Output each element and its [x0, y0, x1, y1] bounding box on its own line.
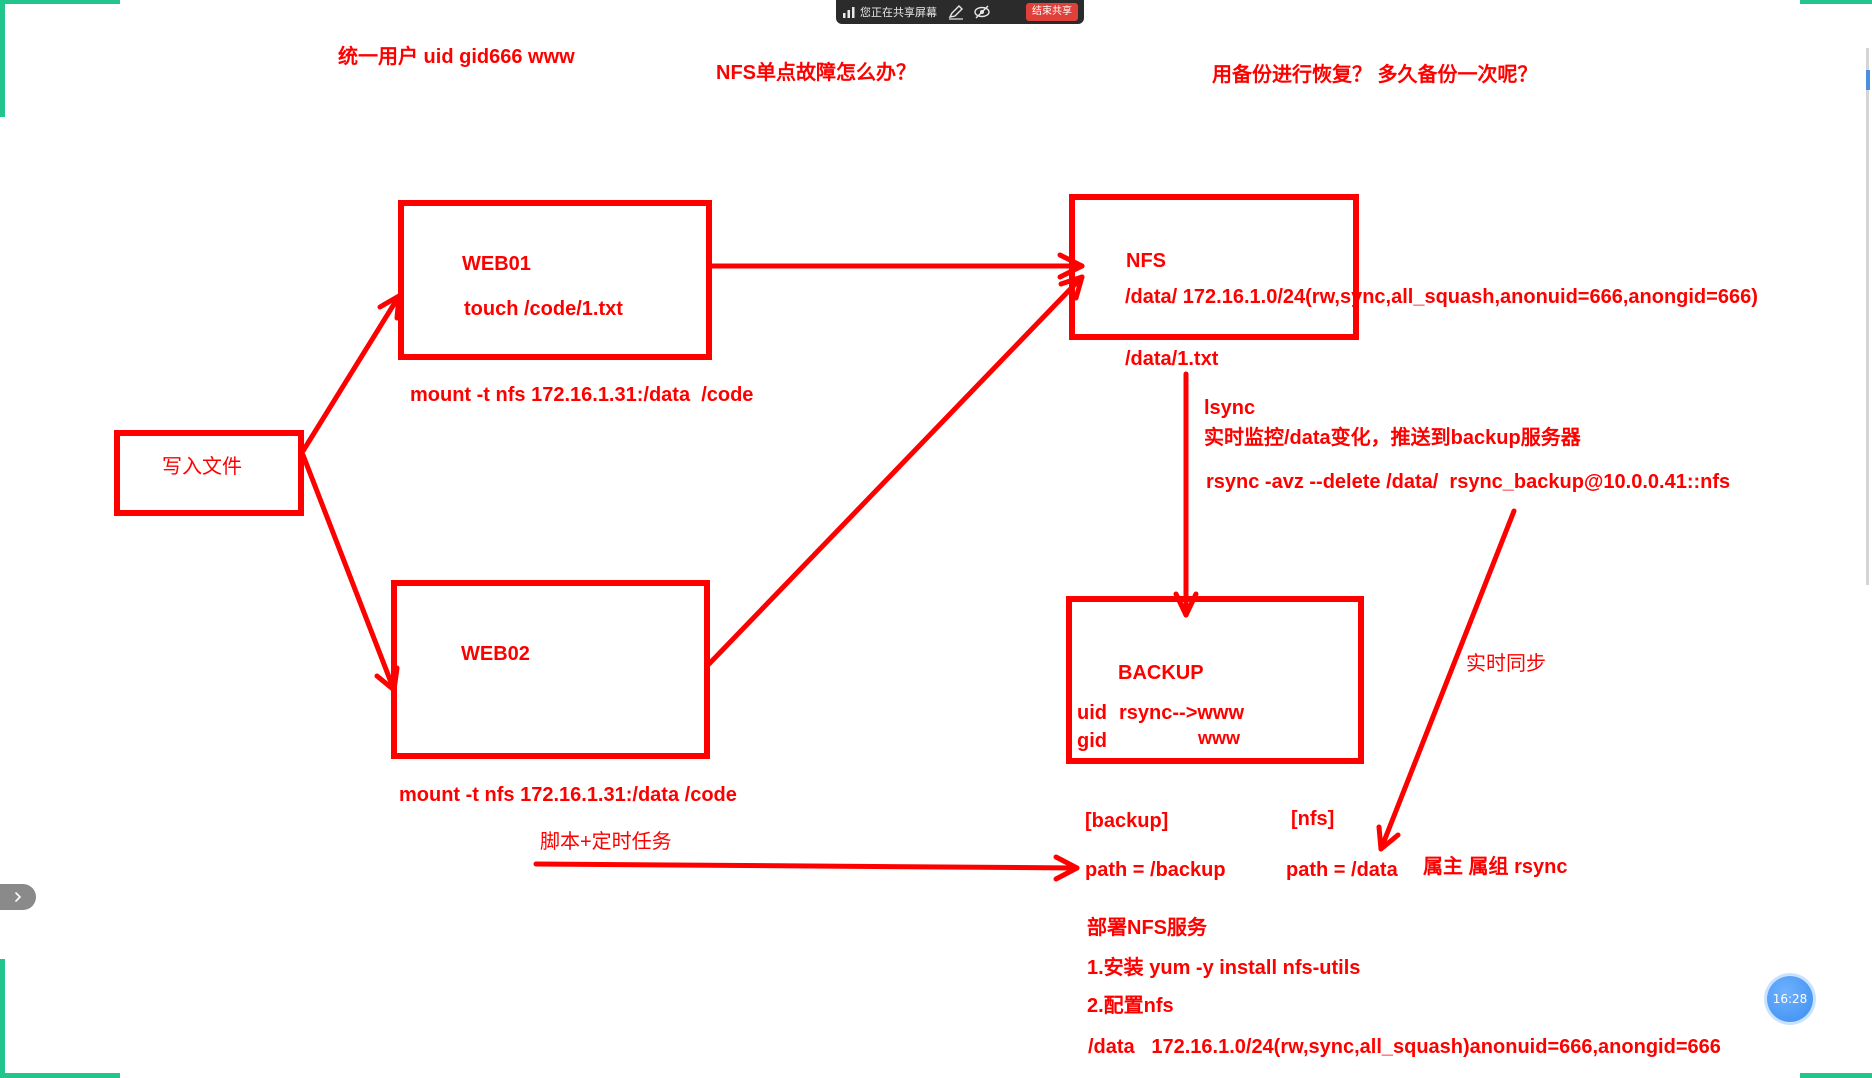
arrow-nfs-to-backup — [1173, 371, 1199, 618]
chevron-right-icon — [15, 892, 22, 902]
arrow-web01-to-nfs — [706, 252, 1085, 280]
web02-name: WEB02 — [461, 643, 530, 665]
web01-command: touch /code/1.txt — [464, 298, 623, 320]
backup-uid-value: rsync-->www — [1119, 702, 1245, 724]
note-unified-user: 统一用户 uid gid666 www — [338, 46, 575, 68]
lsync-desc: 实时监控/data变化，推送到backup服务器 — [1204, 427, 1581, 449]
cron-label: 脚本+定时任务 — [540, 831, 672, 853]
note-backup-question: 用备份进行恢复？ 多久备份一次呢？ — [1212, 64, 1538, 86]
end-share-button[interactable]: 结束共享 — [1026, 3, 1078, 21]
rsync-nfs-section: [nfs] — [1291, 808, 1335, 830]
floating-clock-bubble[interactable]: 16:28 — [1767, 976, 1813, 1022]
backup-gid-label: gid — [1077, 730, 1107, 752]
screen-share-bar: 您正在共享屏幕 结束共享 — [836, 0, 1084, 24]
web01-mount: mount -t nfs 172.16.1.31:/data /code — [410, 384, 754, 406]
clock-time: 16:28 — [1772, 992, 1808, 1006]
arrow-cron-to-backup-conf — [533, 854, 1080, 882]
box-web01 — [398, 200, 712, 360]
rsync-backup-section: [backup] — [1085, 810, 1169, 832]
web02-mount: mount -t nfs 172.16.1.31:/data /code — [399, 784, 737, 806]
nfs-file: /data/1.txt — [1125, 348, 1219, 370]
scrollbar-track[interactable] — [1866, 48, 1869, 585]
note-nfs-question: NFS单点故障怎么办？ — [716, 62, 916, 84]
hide-icon[interactable] — [973, 4, 991, 20]
write-file-label: 写入文件 — [162, 456, 242, 478]
share-corner-bottom-left-v — [0, 959, 5, 1078]
nfs-export: /data/ 172.16.1.0/24(rw,sync,all_squash,… — [1125, 286, 1758, 308]
lsync-title: lsync — [1204, 397, 1256, 419]
arrow-write-to-web02 — [300, 452, 400, 693]
box-web02 — [391, 580, 710, 759]
annotate-icon[interactable] — [947, 4, 965, 20]
deploy-step1: 1.安装 yum -y install nfs-utils — [1087, 957, 1361, 979]
box-nfs — [1069, 194, 1359, 340]
web01-name: WEB01 — [462, 253, 531, 275]
arrow-write-to-web01 — [300, 293, 402, 454]
deploy-step2: 2.配置nfs — [1087, 995, 1174, 1017]
backup-gid-value: www — [1198, 728, 1241, 748]
share-corner-top-right-h — [1800, 0, 1872, 4]
rsync-owner-note: 属主 属组 rsync — [1423, 856, 1568, 878]
arrow-realtime-sync — [1376, 508, 1517, 852]
backup-uid-label: uid — [1077, 702, 1107, 724]
signal-icon — [843, 7, 855, 18]
share-corner-top-left-v — [0, 0, 5, 117]
lsync-command: rsync -avz --delete /data/ rsync_backup@… — [1206, 471, 1731, 493]
share-status-text: 您正在共享屏幕 — [860, 6, 937, 19]
rsync-nfs-path: path = /data — [1286, 859, 1398, 881]
arrow-web02-to-nfs — [706, 274, 1085, 667]
box-write-file — [114, 430, 304, 516]
rsync-backup-path: path = /backup — [1085, 859, 1226, 881]
scrollbar-thumb[interactable] — [1866, 70, 1870, 90]
share-corner-bottom-right-h — [1800, 1073, 1872, 1078]
realtime-sync-label: 实时同步 — [1466, 653, 1546, 675]
share-corner-bottom-left-h — [0, 1073, 120, 1078]
side-panel-toggle-button[interactable] — [0, 884, 36, 910]
deploy-title: 部署NFS服务 — [1087, 917, 1207, 939]
nfs-name: NFS — [1126, 250, 1166, 272]
deploy-export-line: /data 172.16.1.0/24(rw,sync,all_squash)a… — [1088, 1036, 1721, 1058]
share-corner-top-left-h — [0, 0, 120, 4]
box-backup — [1066, 596, 1364, 764]
backup-name: BACKUP — [1118, 662, 1204, 684]
